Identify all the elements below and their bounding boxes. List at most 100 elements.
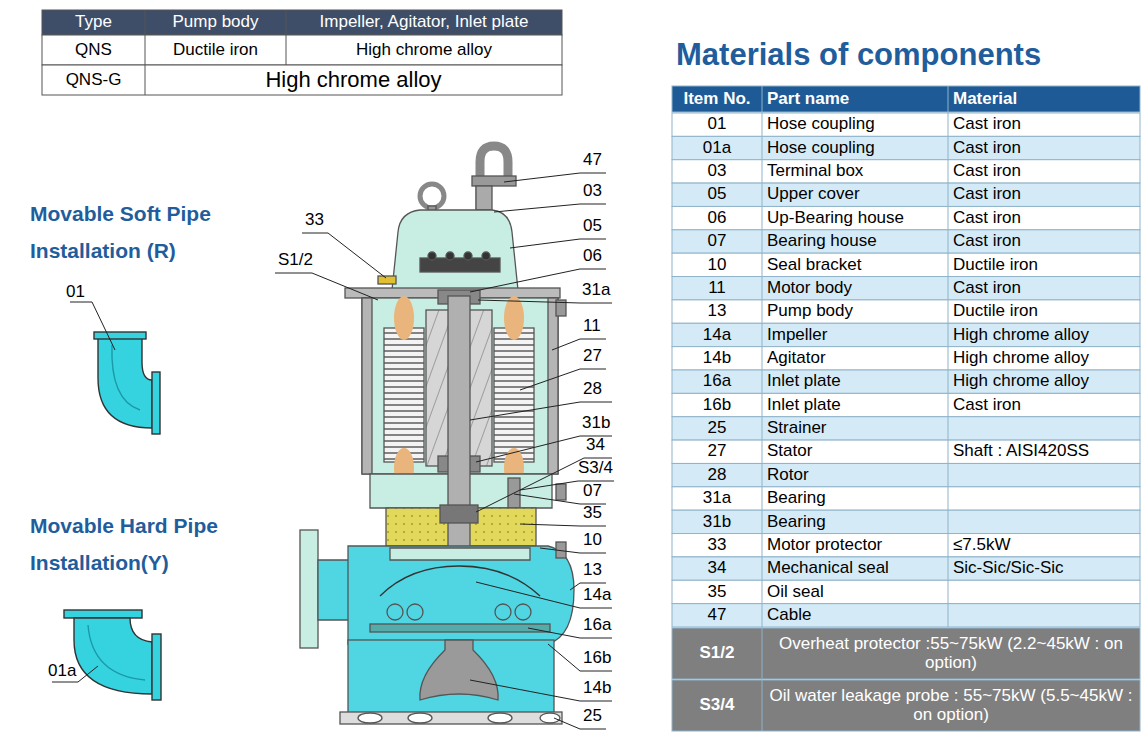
table-cell: 27 (672, 440, 762, 463)
callout-number: 14a (583, 586, 611, 605)
table-cell: 14a (672, 323, 762, 346)
callout-number: S1/2 (278, 251, 313, 270)
table-cell: 35 (672, 580, 762, 603)
table-note: Oil water leakage probe : 55~75kW (5.5~4… (762, 680, 1140, 731)
table-cell: High chrome alloy (948, 370, 1140, 393)
table-cell: Type (42, 10, 145, 35)
table-row (672, 417, 1140, 440)
table-cell: Hose coupling (762, 136, 948, 159)
table-cell: S3/4 (672, 680, 762, 731)
table-cell: Rotor (762, 463, 948, 486)
table-row (672, 300, 1140, 323)
table-header: Part name (762, 86, 948, 112)
callout-number: 07 (583, 482, 602, 501)
callout-number: 11 (583, 317, 601, 336)
table-row (672, 604, 1140, 627)
section-heading: Movable Hard Pipe Installation(Y) (30, 508, 245, 582)
callout-number: 28 (583, 380, 602, 399)
table-cell: Cast iron (948, 277, 1140, 300)
table-row (672, 370, 1140, 393)
callout-number: S3/4 (578, 459, 613, 478)
table-row (672, 323, 1140, 346)
table-cell: High chrome alloy (948, 347, 1140, 370)
table-cell: 14b (672, 347, 762, 370)
table-cell: Cast iron (948, 113, 1140, 136)
table-cell: High chrome alloy (286, 35, 562, 65)
table-row (672, 160, 1140, 183)
table-cell: Motor protector (762, 534, 948, 557)
table-row (672, 463, 1140, 486)
table-cell: Cast iron (948, 230, 1140, 253)
table-cell: Ductile iron (145, 35, 286, 65)
table-cell: Seal bracket (762, 253, 948, 276)
soft-elbow (70, 302, 160, 434)
callout-number: 47 (583, 151, 602, 170)
table-cell: Ductile iron (948, 253, 1140, 276)
table-cell: QNS (42, 35, 145, 65)
table-cell: Hose coupling (762, 113, 948, 136)
table-row (672, 580, 1140, 603)
table-cell: Cast iron (948, 136, 1140, 159)
table-cell: Bearing house (762, 230, 948, 253)
table-cell: QNS-G (42, 65, 145, 95)
table-row (672, 487, 1140, 510)
table-cell: ≤7.5kW (948, 534, 1140, 557)
table-cell: Oil seal (762, 580, 948, 603)
table-cell: 34 (672, 557, 762, 580)
table-cell: 13 (672, 300, 762, 323)
table-row (672, 393, 1140, 416)
table-row (672, 183, 1140, 206)
table-cell: Cast iron (948, 183, 1140, 206)
table-cell: Pump body (762, 300, 948, 323)
callout-number: 06 (583, 247, 602, 266)
callout-number: 01a (48, 662, 76, 681)
table-cell: High chrome alloy (145, 65, 562, 95)
callout-number: 33 (305, 211, 324, 230)
table-cell: 31b (672, 510, 762, 533)
table-cell: 16b (672, 393, 762, 416)
table-cell: 10 (672, 253, 762, 276)
table-cell: 25 (672, 417, 762, 440)
table-note-row (672, 680, 1140, 731)
table-cell: Sic-Sic/Sic-Sic (948, 557, 1140, 580)
table-row (672, 440, 1140, 463)
table-row (672, 347, 1140, 370)
table-cell: Cast iron (948, 160, 1140, 183)
table-cell: 05 (672, 183, 762, 206)
table-cell: Strainer (762, 417, 948, 440)
table-cell: 07 (672, 230, 762, 253)
table-cell: Upper cover (762, 183, 948, 206)
table-cell: Impeller, Agitator, Inlet plate (286, 10, 562, 35)
table-row (672, 253, 1140, 276)
table-cell: 11 (672, 277, 762, 300)
table-cell: Pump body (145, 10, 286, 35)
callout-number: 13 (583, 561, 602, 580)
table-cell: High chrome alloy (948, 323, 1140, 346)
table-cell: Mechanical seal (762, 557, 948, 580)
table-row (672, 510, 1140, 533)
table-row (672, 136, 1140, 159)
callout-number: 25 (583, 707, 602, 726)
table-cell: Agitator (762, 347, 948, 370)
hard-elbow (52, 610, 161, 700)
callout-number: 16a (583, 616, 611, 635)
table-grid-line (762, 86, 763, 731)
table-cell: Cast iron (948, 206, 1140, 229)
table-cell: 01a (672, 136, 762, 159)
table-grid-line (948, 86, 949, 627)
table-cell: Bearing (762, 510, 948, 533)
table-note-row (672, 628, 1140, 679)
callout-number: 05 (583, 217, 602, 236)
leader-lines (275, 173, 614, 729)
table-row (672, 113, 1140, 136)
table-cell: 01 (672, 113, 762, 136)
table-cell: 03 (672, 160, 762, 183)
callout-number: 34 (586, 436, 605, 455)
table-cell: Cast iron (948, 393, 1140, 416)
table-cell: Terminal box (762, 160, 948, 183)
table-row (672, 230, 1140, 253)
table-cell: Stator (762, 440, 948, 463)
table-header: Item No. (672, 86, 762, 112)
table-cell: Shaft : AISI420SS (948, 440, 1140, 463)
